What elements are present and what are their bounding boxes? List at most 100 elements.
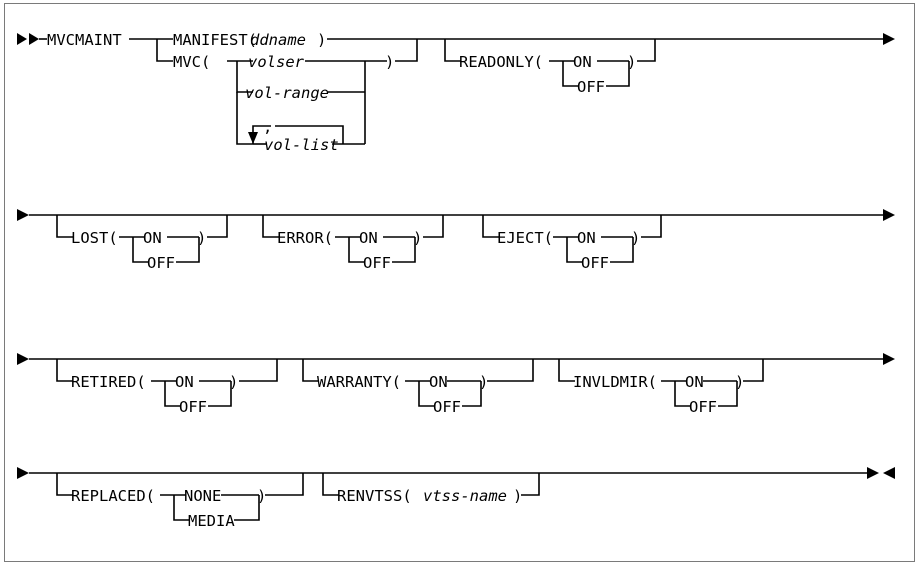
retired-branch-down — [56, 359, 73, 382]
manifest-close-label: ) — [317, 31, 326, 49]
error-on-label: ON — [359, 229, 378, 247]
readonly-close-label: ) — [627, 53, 636, 71]
warranty-label: WARRANTY( — [317, 373, 401, 391]
lost-off-branch — [132, 237, 149, 263]
renvtss-arg-label: vtss-name — [423, 487, 507, 505]
invldmir-branch-down — [558, 359, 575, 382]
renvtss-close-label: ) — [513, 487, 522, 505]
error-branch-down — [262, 215, 279, 238]
lost-close-label: ) — [197, 229, 206, 247]
readonly-on-label: ON — [573, 53, 592, 71]
eject-off-label: OFF — [581, 254, 609, 272]
error-off-label: OFF — [363, 254, 391, 272]
renvtss-rejoin-main — [521, 473, 540, 496]
warranty-close-label: ) — [479, 373, 488, 391]
manifest-label: MANIFEST( — [173, 31, 257, 49]
row4-start-arrow — [17, 467, 29, 479]
manifest-arg-label: ddname — [250, 31, 306, 49]
warranty-off-branch — [418, 381, 435, 407]
retired-close-label: ) — [229, 373, 238, 391]
railroad-diagram-svg: MVCMAINT MANIFEST( ddname ) MVC( volse — [17, 31, 895, 530]
replaced-branch-down — [56, 473, 73, 496]
error-label: ERROR( — [277, 229, 333, 247]
lost-label: LOST( — [71, 229, 118, 247]
readonly-off-label: OFF — [577, 78, 605, 96]
readonly-branch-down — [444, 39, 461, 62]
mvc-rejoin-main — [395, 39, 418, 62]
warranty-off-label: OFF — [433, 398, 461, 416]
row4-end-arrow-left — [883, 467, 895, 479]
readonly-off-rejoin — [606, 61, 630, 87]
eject-close-label: ) — [631, 229, 640, 247]
lost-branch-down — [56, 215, 73, 238]
vollist-loop-comma: , — [263, 118, 272, 136]
lost-off-label: OFF — [147, 254, 175, 272]
start-marker-arrow-1 — [17, 33, 27, 45]
row-2-group: LOST( ON OFF ) ERROR( ON OFF ) — [17, 209, 895, 272]
retired-off-rejoin — [208, 381, 232, 407]
invldmir-on-label: ON — [685, 373, 704, 391]
manifest-mvc-branch-down — [156, 39, 173, 62]
replaced-rejoin-main — [265, 473, 304, 496]
replaced-media-branch — [173, 495, 190, 521]
readonly-label: READONLY( — [459, 53, 543, 71]
eject-off-rejoin — [610, 237, 634, 263]
retired-rejoin-main — [239, 359, 278, 382]
eject-off-branch — [566, 237, 583, 263]
vol-list-label: vol-list — [264, 136, 339, 154]
row4-end-arrow-right — [867, 467, 879, 479]
diagram-frame: MVCMAINT MANIFEST( ddname ) MVC( volse — [4, 3, 915, 562]
vollist-loop-arrow — [248, 132, 258, 144]
row1-end-arrow — [883, 33, 895, 45]
retired-off-label: OFF — [179, 398, 207, 416]
volser-label: volser — [248, 53, 305, 71]
invldmir-off-rejoin — [718, 381, 738, 407]
retired-on-label: ON — [175, 373, 194, 391]
invldmir-label: INVLDMIR( — [573, 373, 657, 391]
start-marker-arrow-2 — [29, 33, 39, 45]
readonly-off-branch — [562, 61, 579, 87]
eject-label: EJECT( — [497, 229, 553, 247]
eject-on-label: ON — [577, 229, 596, 247]
eject-branch-down — [482, 215, 499, 238]
renvtss-branch-down — [322, 473, 339, 496]
eject-rejoin-main — [641, 215, 662, 238]
row-3-group: RETIRED( ON OFF ) WARRANTY( ON OFF ) — [17, 353, 895, 416]
replaced-label: REPLACED( — [71, 487, 155, 505]
vollist-loop-top-right — [275, 125, 344, 144]
invldmir-close-label: ) — [735, 373, 744, 391]
mvc-label: MVC( — [173, 53, 210, 71]
replaced-close-label: ) — [257, 487, 266, 505]
invldmir-rejoin-main — [743, 359, 764, 382]
vollist-branch — [236, 92, 253, 145]
warranty-rejoin-main — [487, 359, 534, 382]
row3-end-arrow — [883, 353, 895, 365]
lost-on-label: ON — [143, 229, 162, 247]
warranty-off-rejoin — [462, 381, 482, 407]
error-off-rejoin — [392, 237, 416, 263]
lost-rejoin-main — [207, 215, 228, 238]
row3-start-arrow — [17, 353, 29, 365]
error-rejoin-main — [423, 215, 444, 238]
replaced-media-rejoin — [234, 495, 260, 521]
warranty-branch-down — [302, 359, 319, 382]
vol-range-label: vol-range — [245, 84, 329, 102]
retired-label: RETIRED( — [71, 373, 146, 391]
error-close-label: ) — [413, 229, 422, 247]
retired-off-branch — [164, 381, 181, 407]
mvc-close-label: ) — [385, 53, 394, 71]
readonly-rejoin-main — [637, 39, 656, 62]
row-4-group: REPLACED( NONE MEDIA ) RENVTSS( vtss-nam… — [17, 467, 895, 530]
renvtss-label: RENVTSS( — [337, 487, 412, 505]
lost-off-rejoin — [176, 237, 200, 263]
command-label: MVCMAINT — [47, 31, 122, 49]
warranty-on-label: ON — [429, 373, 448, 391]
row2-end-arrow — [883, 209, 895, 221]
replaced-media-label: MEDIA — [188, 512, 235, 530]
invldmir-off-branch — [674, 381, 691, 407]
replaced-none-label: NONE — [184, 487, 221, 505]
invldmir-off-label: OFF — [689, 398, 717, 416]
row-1-group: MVCMAINT MANIFEST( ddname ) MVC( volse — [17, 31, 895, 154]
error-off-branch — [348, 237, 365, 263]
